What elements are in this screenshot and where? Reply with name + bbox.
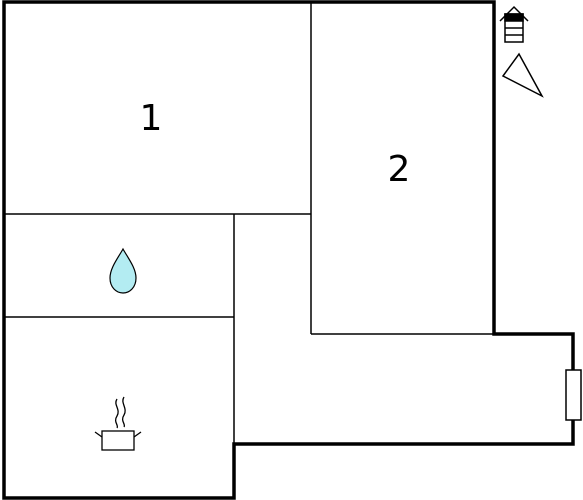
room-bedroom-1: 1 bbox=[140, 98, 163, 139]
room-kitchen bbox=[94, 396, 142, 451]
room-bathroom bbox=[109, 247, 137, 294]
cooking-pot-icon bbox=[94, 396, 142, 451]
north-arrow-icon bbox=[501, 52, 544, 98]
room-number-label: 2 bbox=[388, 149, 411, 190]
stairs-icon bbox=[499, 5, 529, 43]
room-bedroom-2: 2 bbox=[388, 149, 411, 190]
entrance-door-icon bbox=[565, 369, 582, 421]
water-drop-icon bbox=[109, 247, 137, 294]
room-number-label: 1 bbox=[140, 98, 163, 139]
